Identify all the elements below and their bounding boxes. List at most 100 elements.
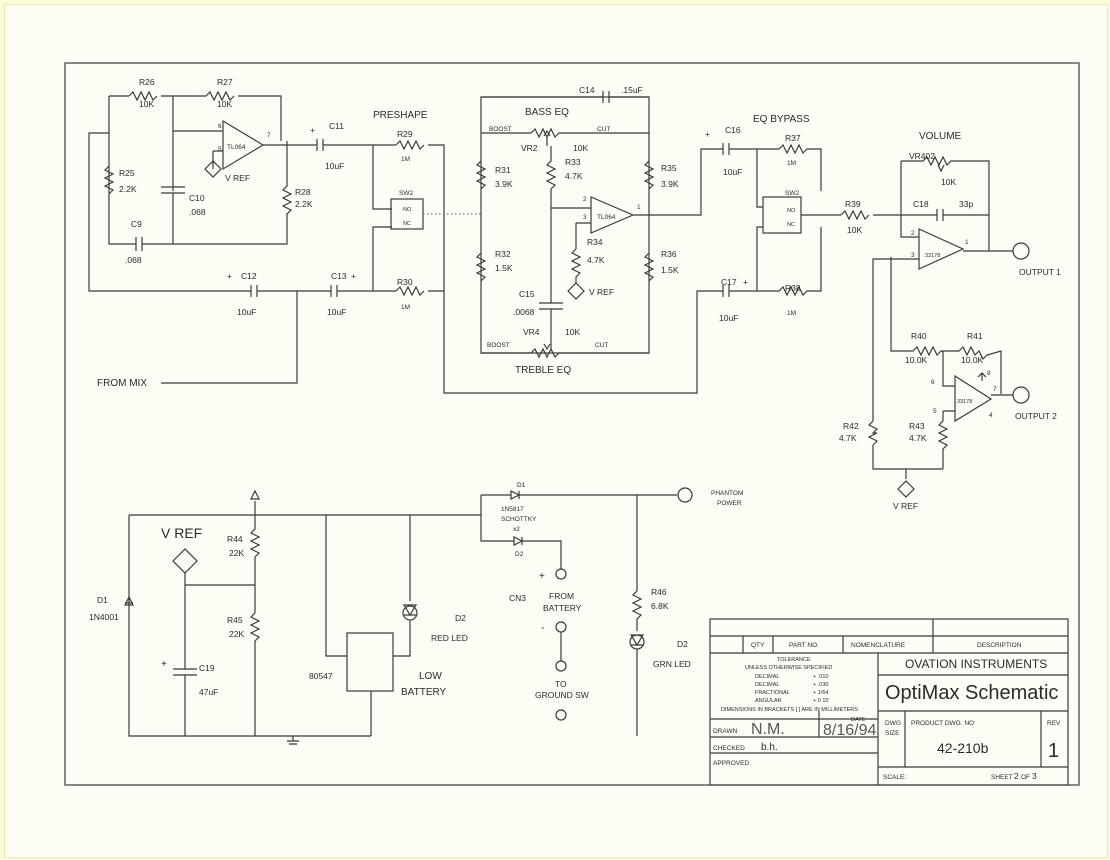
- vref-symbol-3: [897, 480, 915, 498]
- preshape-heading: PRESHAPE: [373, 110, 428, 121]
- sw2-label: SW2: [399, 190, 413, 197]
- u3-pin2: 2: [911, 230, 915, 237]
- r36-label: R36: [661, 249, 677, 259]
- r38-value: 1M: [787, 310, 796, 317]
- u3-opamp: [918, 228, 965, 270]
- drawing-number: 42-210b: [937, 740, 989, 756]
- dims-note: DIMENSIONS IN BRACKETS [ ] ARE IN MILLIM…: [721, 707, 858, 713]
- u4-pin5: 5: [933, 408, 937, 415]
- r35-resistor: [643, 160, 655, 190]
- boost-label-bottom: BOOST: [487, 342, 510, 349]
- decimal1-label: DECIMAL: [755, 674, 779, 680]
- r33-value: 4.7K: [565, 171, 583, 181]
- sw2-nc: NC: [403, 221, 411, 227]
- r45-label: R45: [227, 615, 243, 625]
- from-battery-line1: FROM: [549, 591, 574, 601]
- u2-part: TL064: [597, 214, 616, 221]
- u2-pin3: 3: [583, 214, 587, 221]
- vr402-label: VR402: [909, 151, 935, 161]
- d1-diode: [124, 595, 134, 606]
- c16-label: C16: [725, 125, 741, 135]
- c13-label: C13: [331, 271, 347, 281]
- sw2-bypass-nc: NC: [787, 222, 795, 228]
- r46-value: 6.8K: [651, 601, 669, 611]
- c16-value: 10uF: [723, 167, 742, 177]
- r37-value: 1M: [787, 160, 796, 167]
- from-mix-label: FROM MIX: [97, 378, 147, 389]
- d1-part: 1N5817: [501, 506, 524, 513]
- checked-by: b.h.: [761, 742, 778, 753]
- u1-pin6: 6: [218, 123, 222, 130]
- eq-bypass-heading: EQ BYPASS: [753, 114, 810, 125]
- c11-capacitor: [316, 139, 324, 151]
- dwg-size-line2: SIZE: [885, 730, 900, 737]
- treble-eq-heading: TREBLE EQ: [515, 365, 571, 376]
- r36-value: 1.5K: [661, 265, 679, 275]
- r30-label: R30: [397, 277, 413, 287]
- battery-plus-terminal: [555, 568, 567, 580]
- u1-part: TL064: [227, 144, 246, 151]
- qty-header: QTY: [751, 642, 765, 649]
- u4-pin6: 6: [931, 379, 935, 386]
- r29-resistor: [395, 139, 425, 151]
- output2-jack: [1012, 386, 1030, 404]
- r42-label: R42: [843, 421, 859, 431]
- r45-value: 22K: [229, 629, 244, 639]
- to-ground-line2: GROUND SW: [535, 690, 589, 700]
- r38-label: R38: [785, 283, 801, 293]
- boost-label-top: BOOST: [489, 126, 512, 133]
- r37-label: R37: [785, 133, 801, 143]
- r41-value: 10.0K: [961, 355, 984, 365]
- r44-label: R44: [227, 534, 243, 544]
- c12-value: 10uF: [237, 307, 256, 317]
- c15-value: .0068: [513, 307, 535, 317]
- c14-value: .15uF: [621, 85, 643, 95]
- drawing-border: [64, 62, 1080, 786]
- r46-label: R46: [651, 587, 667, 597]
- r25-resistor: [103, 165, 115, 195]
- d1-schottky-label: D1: [517, 482, 526, 489]
- u4-pin4: 4: [989, 412, 993, 419]
- fractional-value: + 1/64: [813, 690, 828, 696]
- fractional-label: FRACTIONAL: [755, 690, 790, 696]
- c19-label: C19: [199, 663, 215, 673]
- u3-part: 33178: [925, 253, 940, 259]
- vr2-potentiometer: [481, 127, 649, 139]
- r32-resistor: [475, 252, 487, 282]
- u2-opamp: [590, 196, 635, 234]
- approved-label: APPROVED: [713, 760, 749, 767]
- vr4-value: 10K: [565, 327, 580, 337]
- r28-value: 2.2K: [295, 199, 313, 209]
- output1-label: OUTPUT 1: [1019, 267, 1061, 277]
- c16-capacitor: [722, 143, 730, 155]
- r32-label: R32: [495, 249, 511, 259]
- r45-resistor: [249, 612, 261, 736]
- to-ground-line1: TO: [555, 679, 567, 689]
- cn3-label: CN3: [509, 593, 526, 603]
- c9-capacitor: [135, 237, 143, 251]
- d1-schottky: [510, 490, 521, 500]
- low-battery-line2: BATTERY: [401, 687, 447, 698]
- u1-pin5: 5: [218, 146, 222, 153]
- drawn-by: N.M.: [751, 721, 785, 738]
- sw2-bypass-switch: [762, 196, 802, 234]
- company-name: OVATION INSTRUMENTS: [905, 657, 1047, 671]
- sheet-label: SHEET: [991, 774, 1013, 781]
- u4-pin8: 8: [987, 370, 991, 377]
- u2-pin2: 2: [583, 196, 587, 203]
- vref-large-symbol: [172, 548, 198, 574]
- r33-label: R33: [565, 157, 581, 167]
- ground-switch-terminal: [555, 660, 567, 672]
- r31-label: R31: [495, 165, 511, 175]
- low-battery-line1: LOW: [419, 671, 442, 682]
- sw2-bypass-label: SW2: [785, 190, 799, 197]
- r31-resistor: [475, 160, 487, 190]
- bass-eq-heading: BASS EQ: [525, 107, 569, 118]
- of-label: OF: [1021, 774, 1030, 781]
- c15-capacitor: [539, 302, 563, 310]
- c13-value: 10uF: [327, 307, 346, 317]
- phantom-power-jack: [677, 487, 693, 503]
- vr402-potentiometer: [901, 155, 990, 251]
- vr2-label: VR2: [521, 143, 538, 153]
- tone-eq-circuit: [475, 91, 723, 359]
